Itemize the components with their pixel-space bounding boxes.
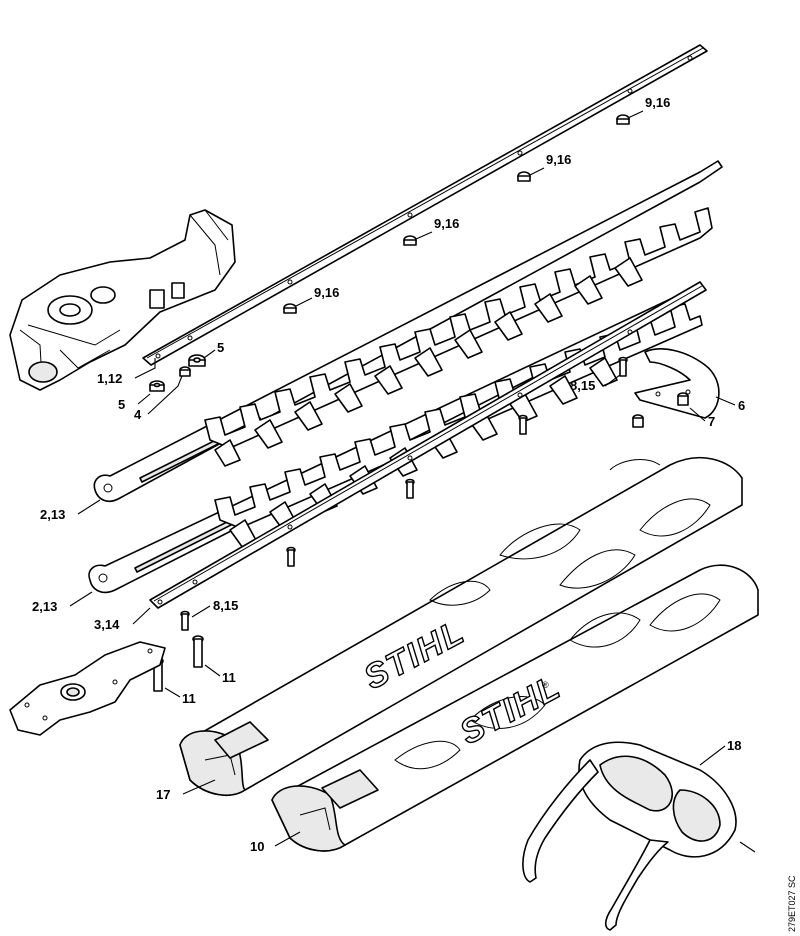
callout-1-12: 1,12 <box>97 371 122 386</box>
callout-10: 10 <box>250 839 264 854</box>
screw-11-a <box>192 635 204 668</box>
nuts-and-washers <box>149 354 206 392</box>
callout-11-b: 11 <box>182 691 196 706</box>
figure-id: 279ET027 SC <box>787 875 797 932</box>
callout-8-15-a: 8,15 <box>570 378 595 393</box>
callout-17: 17 <box>156 787 170 802</box>
screw-7a <box>677 392 689 406</box>
callout-9-16-a: 9,16 <box>645 95 670 110</box>
screw-8-15-upper <box>618 356 628 377</box>
callout-8-15-b: 8,15 <box>213 598 238 613</box>
callout-18: 18 <box>727 738 741 753</box>
callout-11-a: 11 <box>222 670 236 685</box>
screws <box>152 356 689 692</box>
callout-5-a: 5 <box>217 340 224 355</box>
screw-blade-c <box>286 546 296 567</box>
cutting-blade-upper <box>93 160 723 502</box>
bottom-bar <box>149 281 707 609</box>
registered-mark: ® <box>542 680 549 690</box>
screw-7b <box>632 414 644 428</box>
callout-2-13-a: 2,13 <box>40 507 65 522</box>
callout-2-13-b: 2,13 <box>32 599 57 614</box>
callout-9-16-b: 9,16 <box>546 152 571 167</box>
gear-housing <box>9 209 236 391</box>
callout-4: 4 <box>134 407 142 422</box>
safety-glasses <box>522 741 737 931</box>
callout-6: 6 <box>738 398 745 413</box>
callout-9-16-d: 9,16 <box>314 285 339 300</box>
callout-labels: 9,16 9,16 9,16 9,16 5 1,12 5 4 8,15 6 7 … <box>32 95 745 854</box>
callout-7: 7 <box>708 414 715 429</box>
screw-8-15-lower <box>180 610 190 631</box>
callout-3-14: 3,14 <box>94 617 120 632</box>
callout-9-16-c: 9,16 <box>434 216 459 231</box>
screw-blade-a <box>518 414 528 435</box>
callout-5-b: 5 <box>118 397 125 412</box>
blade-scabbard-lower: STIHL ® <box>271 564 759 852</box>
blade-end-cover <box>634 348 720 419</box>
top-bar <box>142 44 708 366</box>
mounting-plate <box>9 641 166 736</box>
spacer-washers <box>283 114 630 314</box>
leader-lines <box>69 110 756 853</box>
screw-blade-b <box>405 478 415 499</box>
